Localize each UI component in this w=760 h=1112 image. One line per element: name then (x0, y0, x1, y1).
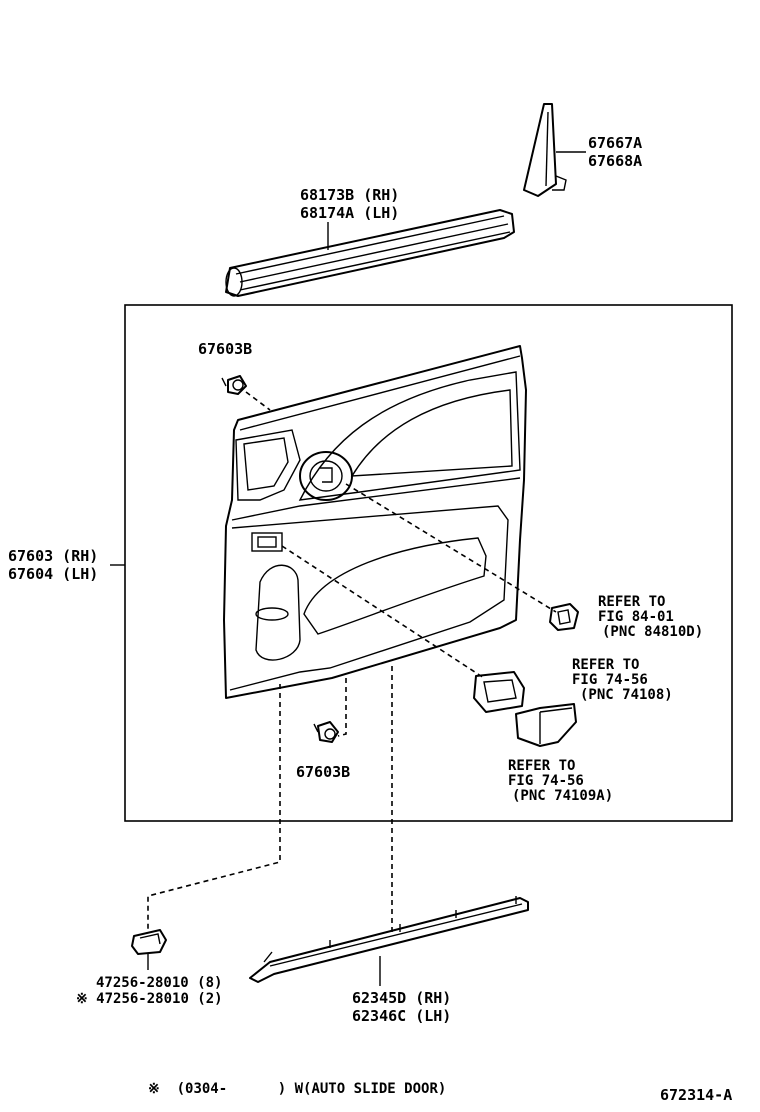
door-trim-board (223, 345, 527, 699)
lower-clip-part (313, 721, 339, 743)
lower-clip-dash (337, 678, 347, 737)
mirror-cover-label-1: 67667A (588, 134, 642, 152)
upper-clip-dash (245, 391, 271, 411)
figure-code: 672314-A (660, 1086, 732, 1104)
upper-clip-label: 67603B (198, 340, 252, 358)
lower-clip-label: 67603B (296, 763, 350, 781)
clip-47256-part (131, 929, 167, 955)
mirror-cover-label-2: 67668A (588, 152, 642, 170)
handle-bezel-ref-part (473, 671, 525, 713)
refer-switch-line-3: (PNC 84810D) (602, 624, 703, 640)
belt-molding-label-2: 68174A (LH) (300, 204, 399, 222)
lower-molding-part (249, 896, 529, 983)
refer-switch-line-1: REFER TO (598, 594, 665, 610)
trim-frame-box (124, 304, 733, 822)
refer-pocket-line-1: REFER TO (508, 758, 575, 774)
clip-47256-label-2: ※ 47256-28010 (2) (76, 991, 223, 1007)
refer-bezel-line-1: REFER TO (572, 657, 639, 673)
refer-pocket-line-3: (PNC 74109A) (512, 788, 613, 804)
clip-part-dash (147, 684, 281, 930)
lower-molding-label-1: 62345D (RH) (352, 989, 451, 1007)
upper-clip-part (221, 375, 247, 395)
belt-molding-label-1: 68173B (RH) (300, 186, 399, 204)
belt-molding-part (225, 209, 515, 297)
lower-molding-label-2: 62346C (LH) (352, 1007, 451, 1025)
mirror-cover-part (523, 103, 567, 197)
refer-switch-line-2: FIG 84-01 (598, 609, 674, 625)
footnote-text: ※ (0304- ) W(AUTO SLIDE DOOR) (148, 1081, 446, 1097)
refer-bezel-line-2: FIG 74-56 (572, 672, 648, 688)
switch-ref-part (549, 603, 579, 631)
handle-bezel-ref-dash (281, 545, 485, 679)
refer-bezel-line-3: (PNC 74108) (580, 687, 673, 703)
switch-ref-dash (345, 483, 557, 613)
handle-pocket-ref-part (515, 703, 577, 747)
door-trim-label-1: 67603 (RH) (8, 547, 98, 565)
refer-pocket-line-2: FIG 74-56 (508, 773, 584, 789)
clip-47256-label-1: 47256-28010 (8) (96, 975, 222, 991)
door-trim-label-2: 67604 (LH) (8, 565, 98, 583)
